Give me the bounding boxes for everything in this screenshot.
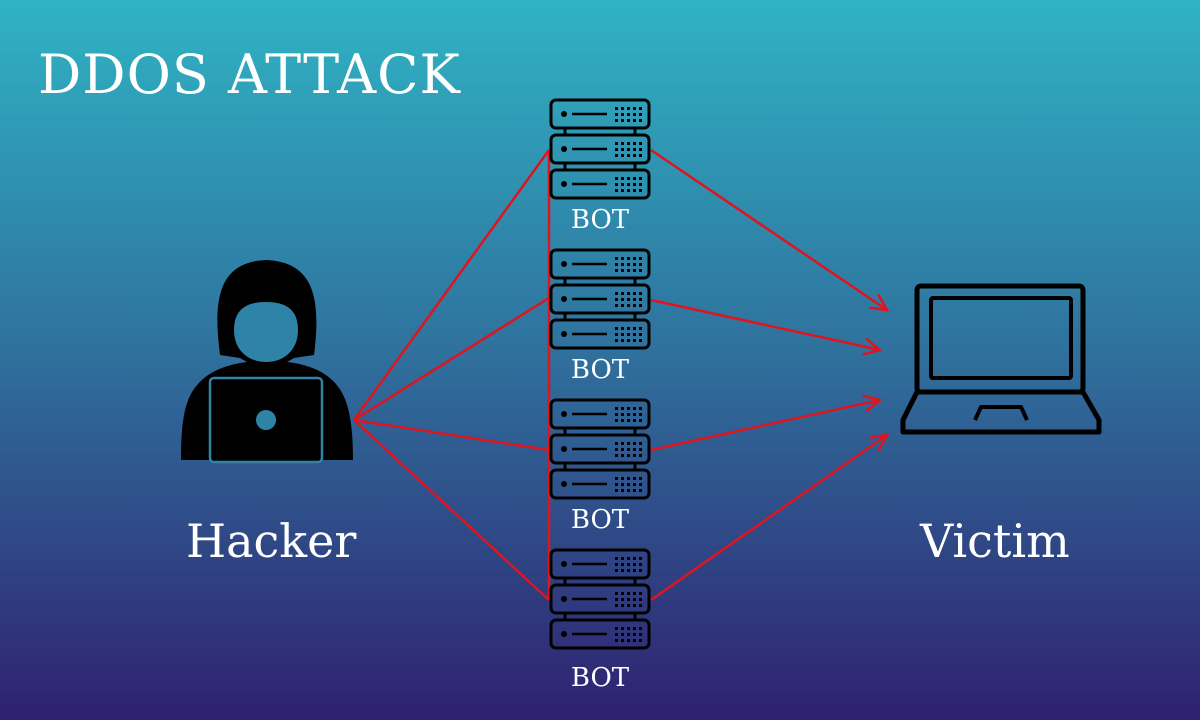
edge-hacker-bot-4 bbox=[353, 419, 550, 601]
arrow-bot-4-victim bbox=[650, 435, 887, 602]
bot-label: BOT bbox=[570, 205, 630, 235]
victim-label: Victim bbox=[920, 514, 1070, 568]
laptop-icon bbox=[900, 283, 1102, 435]
bot-to-victim-arrows bbox=[650, 148, 887, 602]
page-title: DDOS ATTACK bbox=[38, 43, 461, 106]
bot-label: BOT bbox=[570, 505, 630, 535]
arrow-bot-2-victim bbox=[650, 298, 880, 350]
server-rack-icon bbox=[551, 550, 649, 648]
hacker-to-bot-links bbox=[352, 149, 551, 601]
edge-hacker-bot-3 bbox=[353, 418, 550, 452]
arrow-bot-3-victim bbox=[650, 400, 880, 452]
server-rack-icon bbox=[551, 250, 649, 348]
server-rack-icon bbox=[551, 100, 649, 198]
hacker-label: Hacker bbox=[186, 514, 357, 568]
server-rack-icon bbox=[551, 400, 649, 498]
bot-label: BOT bbox=[570, 355, 630, 385]
arrow-bot-1-victim bbox=[650, 148, 887, 310]
edge-hacker-bot-2 bbox=[353, 296, 550, 422]
hacker-icon bbox=[181, 260, 353, 464]
edge-hacker-bot-1 bbox=[352, 149, 551, 421]
bot-label: BOT bbox=[570, 663, 630, 693]
